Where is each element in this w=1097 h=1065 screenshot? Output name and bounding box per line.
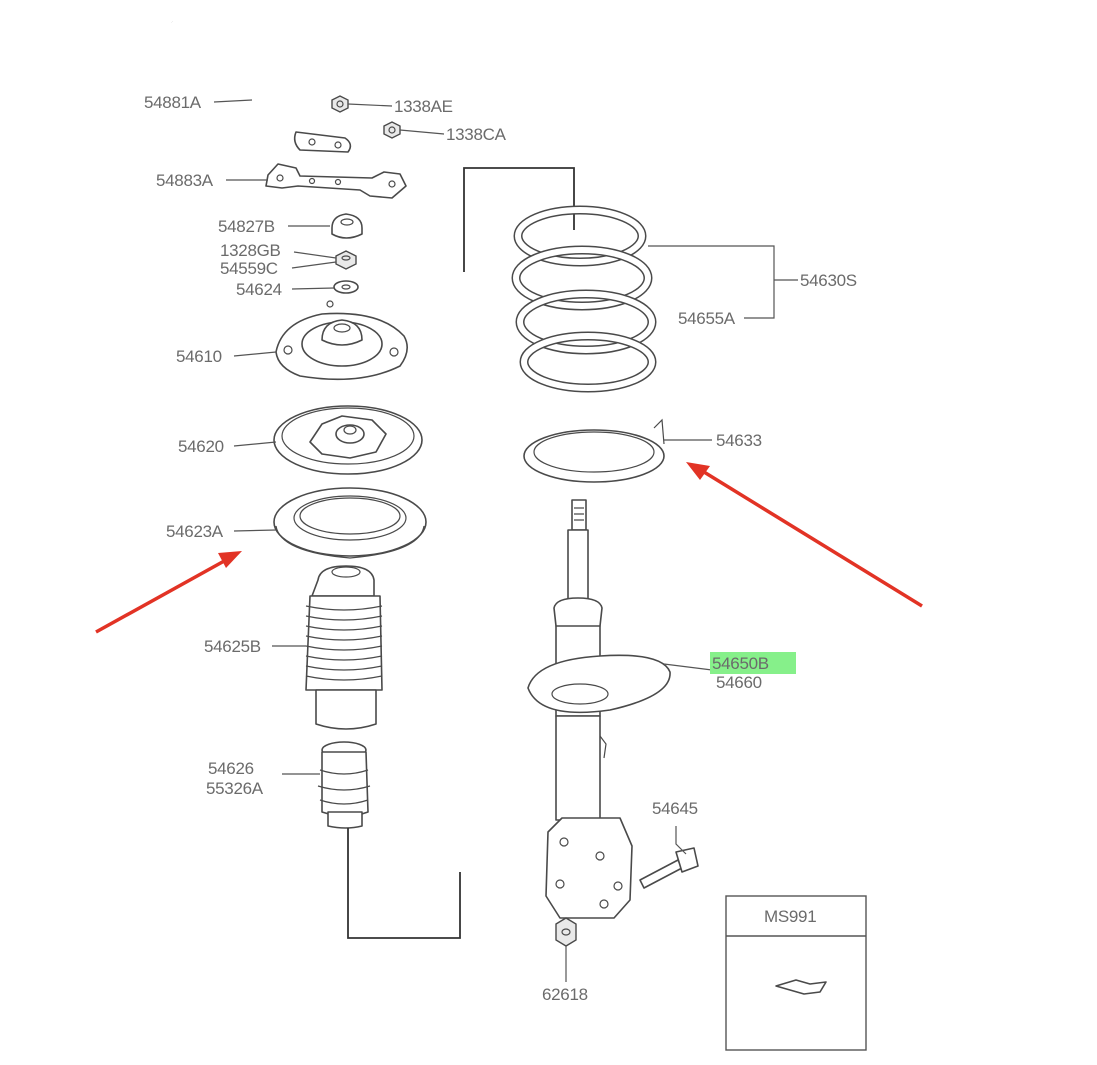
lock-nut bbox=[335, 250, 357, 270]
ms991-box bbox=[725, 895, 867, 1051]
nut-1338ae bbox=[331, 95, 349, 113]
label-54559c: 54559C bbox=[220, 259, 278, 278]
nut-1338ca bbox=[383, 121, 401, 139]
label-ms991: MS991 bbox=[764, 907, 816, 926]
label-54650b: 54650B bbox=[712, 654, 769, 673]
label-54625b: 54625B bbox=[204, 637, 261, 656]
label-54883a: 54883A bbox=[156, 171, 214, 190]
label-54655a: 54655A bbox=[678, 309, 736, 328]
label-62618: 62618 bbox=[542, 985, 588, 1004]
strut-bearing bbox=[273, 405, 423, 475]
label-1338ca: 1338CA bbox=[446, 125, 507, 144]
label-1338ae: 1338AE bbox=[394, 97, 453, 116]
label-54624: 54624 bbox=[236, 280, 282, 299]
lower-spring-pad bbox=[523, 418, 665, 483]
label-54660: 54660 bbox=[716, 673, 762, 692]
assembly-bracket-lower bbox=[347, 828, 461, 939]
washer-54624 bbox=[333, 280, 359, 294]
red-arrow-left bbox=[95, 551, 242, 634]
label-54630s: 54630S bbox=[800, 271, 857, 290]
label-54633: 54633 bbox=[716, 431, 762, 450]
upper-spring-pad bbox=[273, 487, 427, 559]
label-55326a: 55326A bbox=[206, 779, 264, 798]
part-labels: 54881A 1338AE 1338CA 54883A 54827B 1328G… bbox=[144, 93, 857, 1004]
label-54626: 54626 bbox=[208, 759, 254, 778]
dust-boot bbox=[305, 565, 383, 730]
label-54645: 54645 bbox=[652, 799, 698, 818]
label-54623a: 54623A bbox=[166, 522, 224, 541]
mounting-bolt bbox=[639, 847, 699, 889]
label-1328gb: 1328GB bbox=[220, 241, 281, 260]
label-54610: 54610 bbox=[176, 347, 222, 366]
label-54881a: 54881A bbox=[144, 93, 202, 112]
coil-spring bbox=[511, 205, 657, 393]
dust-cap bbox=[331, 213, 363, 239]
bracket-54883a bbox=[265, 163, 407, 199]
strut-mount-insulator bbox=[275, 300, 408, 381]
stabilizer-link-rod bbox=[170, 20, 352, 153]
highlight-box bbox=[710, 652, 796, 674]
leader-lines bbox=[213, 99, 798, 982]
nut-62618 bbox=[555, 917, 577, 947]
strut-assembly bbox=[527, 499, 671, 919]
bump-stopper bbox=[317, 741, 371, 829]
label-54827b: 54827B bbox=[218, 217, 275, 236]
assembly-bracket-upper bbox=[463, 167, 575, 272]
red-arrow-right bbox=[686, 462, 923, 608]
label-54620: 54620 bbox=[178, 437, 224, 456]
